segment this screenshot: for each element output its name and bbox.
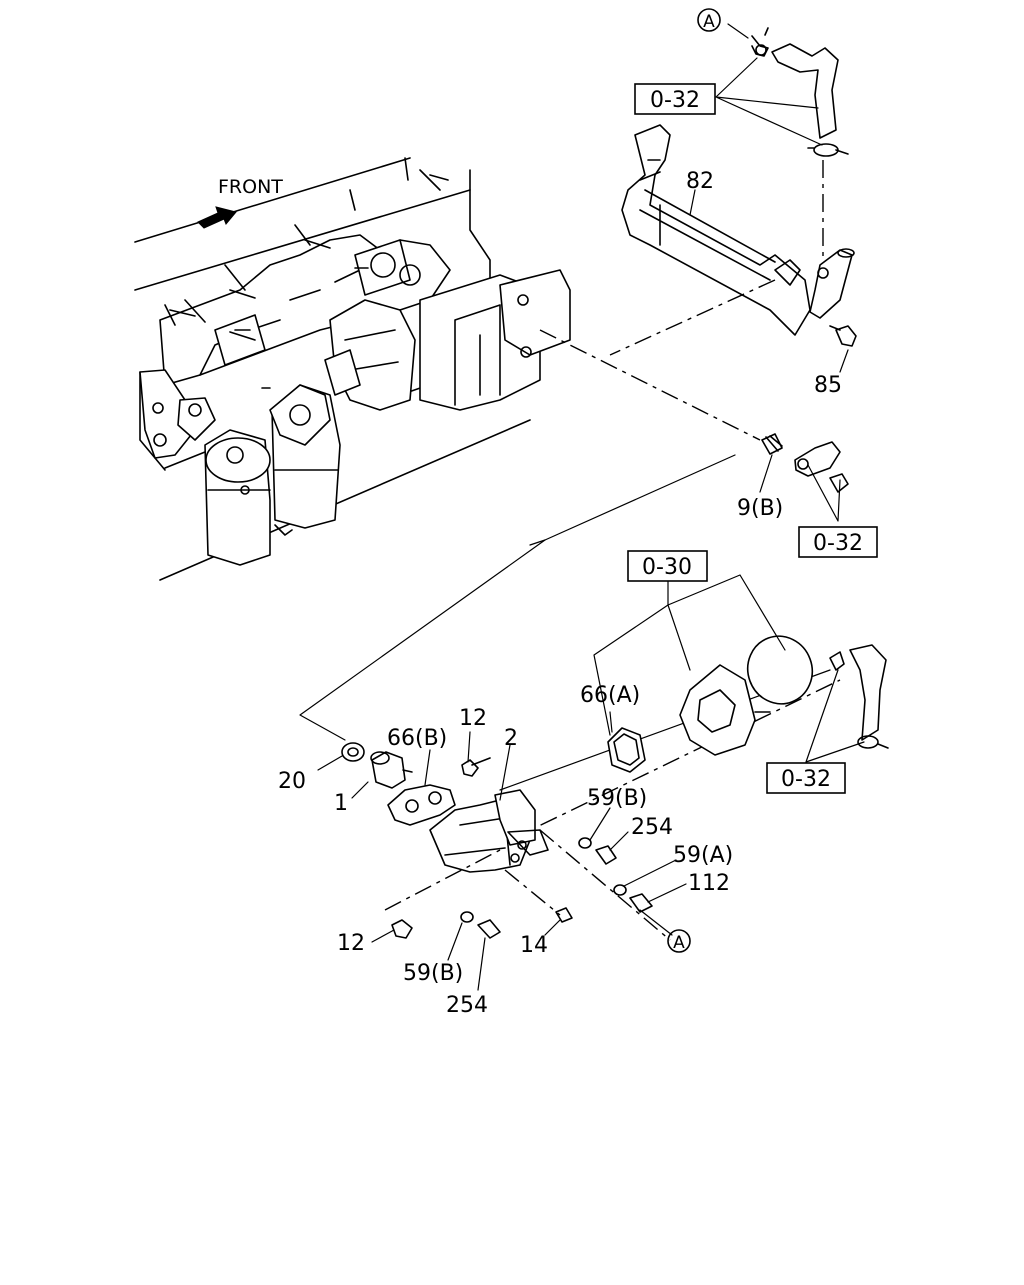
oil-filter-right bbox=[269, 384, 341, 536]
front-indicator: FRONT bbox=[197, 176, 283, 229]
centerline-2 bbox=[539, 329, 761, 441]
svg-text:0-32: 0-32 bbox=[813, 531, 863, 556]
ref-box-0-32-bottom[interactable]: 0-32 bbox=[766, 762, 846, 794]
front-label: FRONT bbox=[218, 176, 283, 198]
svg-text:A: A bbox=[673, 933, 685, 953]
ref-box-0-32-top[interactable]: 0-32 bbox=[634, 83, 716, 115]
label-20: 20 bbox=[278, 769, 306, 794]
label-1: 1 bbox=[334, 791, 348, 816]
svg-text:A: A bbox=[703, 12, 715, 32]
oil-filter-left bbox=[204, 429, 271, 566]
label-14: 14 bbox=[520, 933, 548, 958]
svg-text:0-32: 0-32 bbox=[781, 767, 831, 792]
callout-a-top: A bbox=[697, 8, 721, 32]
callout-a-bottom: A bbox=[667, 929, 691, 953]
label-85: 85 bbox=[814, 373, 842, 398]
label-112: 112 bbox=[688, 871, 730, 896]
part-leaders bbox=[317, 189, 849, 991]
engine-block bbox=[134, 157, 571, 581]
label-9b: 9(B) bbox=[737, 496, 783, 521]
leader-engine-lower bbox=[299, 454, 736, 741]
front-arrow-icon bbox=[197, 206, 237, 229]
svg-text:0-30: 0-30 bbox=[642, 555, 692, 580]
centerline-1 bbox=[609, 279, 776, 356]
label-254-bottom: 254 bbox=[446, 993, 488, 1018]
ref-box-0-30[interactable]: 0-30 bbox=[627, 550, 708, 582]
label-59a: 59(A) bbox=[673, 843, 733, 868]
thermostat-assembly bbox=[341, 635, 889, 941]
label-66a: 66(A) bbox=[580, 683, 640, 708]
reference-leaders bbox=[593, 23, 865, 936]
label-66b: 66(B) bbox=[387, 726, 447, 751]
label-12-top: 12 bbox=[459, 706, 487, 731]
ref-box-0-32-mid[interactable]: 0-32 bbox=[798, 526, 878, 558]
svg-text:0-32: 0-32 bbox=[650, 88, 700, 113]
stud-assembly bbox=[761, 433, 849, 493]
part-labels: 82 85 9(B) 66(A) 12 66(B) 2 20 1 59(B) 2… bbox=[278, 169, 842, 1018]
label-12-bottom: 12 bbox=[337, 931, 365, 956]
label-59b-right: 59(B) bbox=[587, 786, 647, 811]
label-254-right: 254 bbox=[631, 815, 673, 840]
water-pipe-assembly bbox=[621, 27, 857, 347]
label-2: 2 bbox=[504, 726, 518, 751]
label-82: 82 bbox=[686, 169, 714, 194]
label-59b-bottom: 59(B) bbox=[403, 961, 463, 986]
